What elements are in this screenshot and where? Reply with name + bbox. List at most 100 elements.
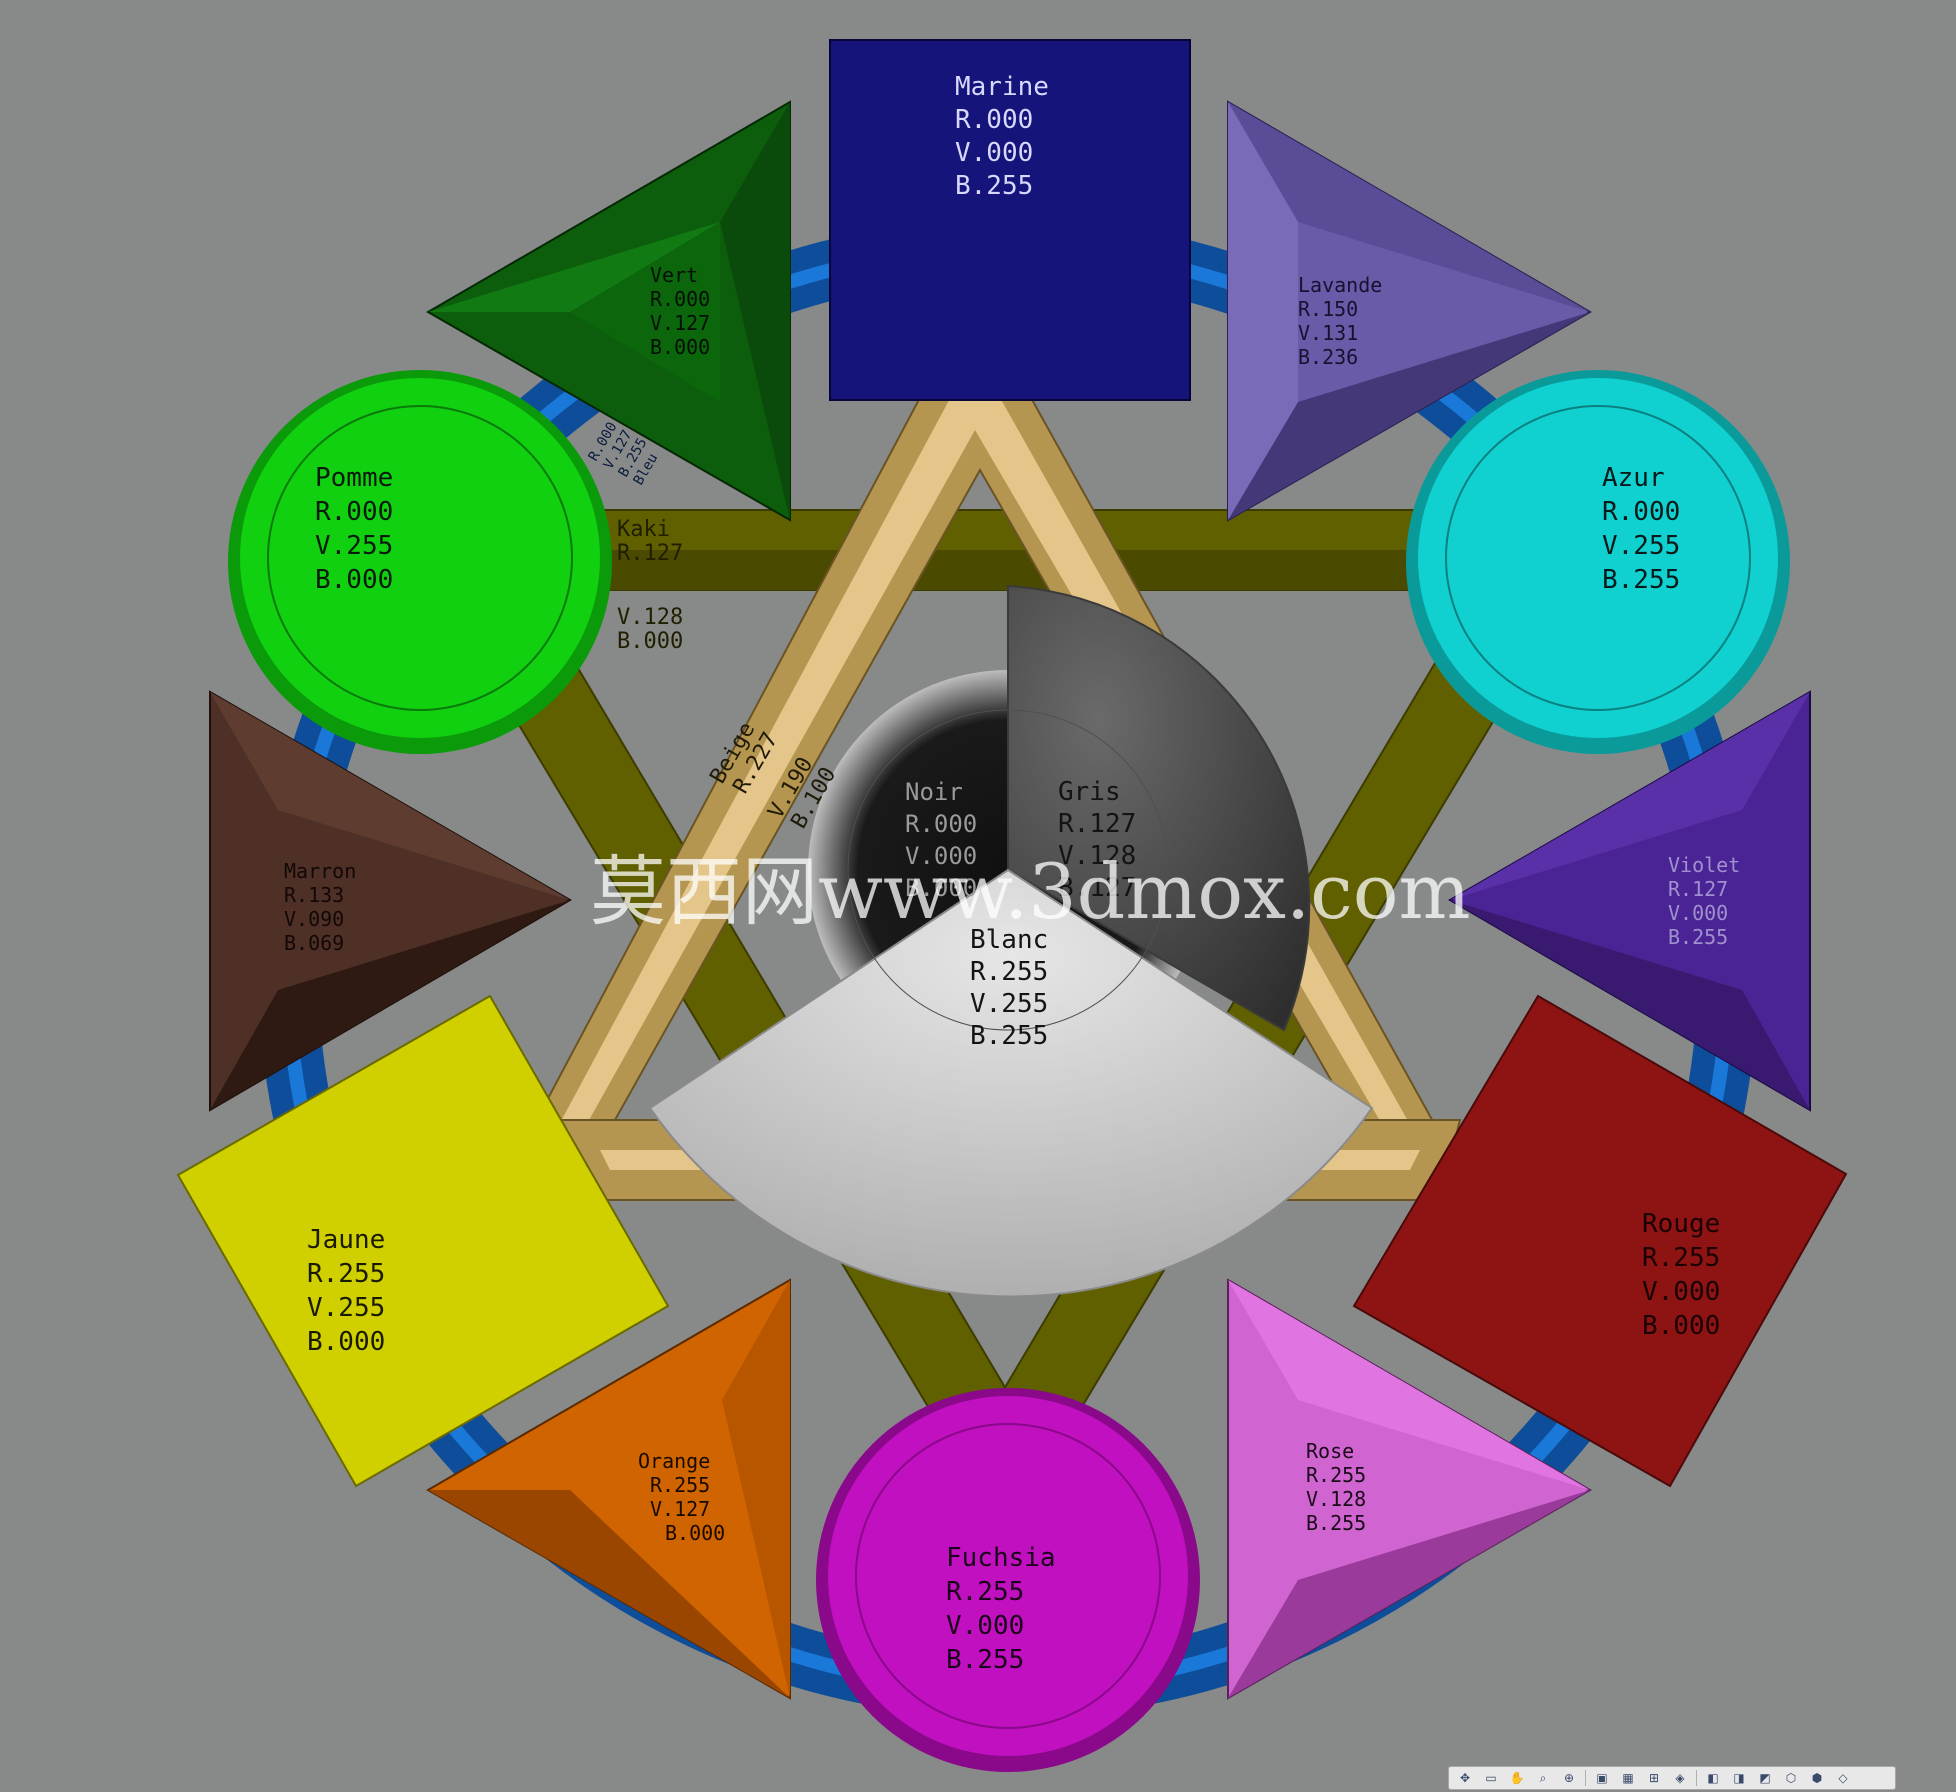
watermark: 莫西网www.3dmox.com (590, 847, 1471, 936)
svg-text:B.236: B.236 (1298, 345, 1358, 369)
svg-text:B.069: B.069 (284, 931, 344, 955)
fuchsia-swatch (816, 1388, 1200, 1772)
svg-text:R.255: R.255 (1306, 1463, 1366, 1487)
blanc-swatch (648, 868, 1374, 1298)
svg-text:B.000: B.000 (905, 874, 977, 902)
svg-text:R.000: R.000 (905, 810, 977, 838)
svg-text:V.000: V.000 (946, 1611, 1024, 1641)
azur-label: Azur R.000 V.255 B.255 (1602, 463, 1680, 595)
svg-text:V.128: V.128 (1058, 841, 1136, 871)
rouge-swatch (1352, 994, 1848, 1488)
svg-text:Lavande: Lavande (1298, 273, 1382, 297)
view-back-icon[interactable]: ⬢ (1811, 1771, 1823, 1785)
grid-icon[interactable]: ▦ (1622, 1771, 1634, 1785)
svg-text:B.000: B.000 (1642, 1311, 1720, 1341)
view-top-icon[interactable]: ◨ (1733, 1771, 1745, 1785)
svg-text:R.150: R.150 (1298, 297, 1358, 321)
svg-text:R.000: R.000 (1602, 497, 1680, 527)
svg-text:B.255: B.255 (946, 1645, 1024, 1675)
svg-text:R.133: R.133 (284, 883, 344, 907)
svg-text:V.000: V.000 (1668, 901, 1728, 925)
svg-text:V.255: V.255 (1602, 531, 1680, 561)
svg-text:V.000: V.000 (905, 842, 977, 870)
svg-text:V.000: V.000 (955, 138, 1033, 168)
svg-text:B.000: B.000 (315, 565, 393, 595)
svg-text:R.255: R.255 (1642, 1243, 1720, 1273)
svg-text:R.000: R.000 (315, 497, 393, 527)
display-style-icon[interactable]: ▣ (1596, 1771, 1608, 1785)
svg-text:B.255: B.255 (1306, 1511, 1366, 1535)
noir-label: Noir R.000 V.000 B.000 (905, 778, 977, 902)
svg-text:R.255: R.255 (307, 1259, 385, 1289)
svg-text:B.255: B.255 (1668, 925, 1728, 949)
svg-text:V.127: V.127 (650, 1497, 710, 1521)
svg-text:Rouge: Rouge (1642, 1209, 1720, 1239)
svg-text:R.000: R.000 (650, 287, 710, 311)
orbit-icon[interactable]: ✥ (1459, 1771, 1471, 1785)
svg-text:Azur: Azur (1602, 463, 1665, 493)
marron-swatch (209, 690, 572, 1112)
pan-window-icon[interactable]: ▭ (1485, 1771, 1497, 1785)
svg-text:Fuchsia: Fuchsia (946, 1543, 1056, 1573)
rose-swatch (1227, 1278, 1593, 1700)
svg-text:B.255: B.255 (955, 171, 1033, 201)
view-toolbar: ✥ ▭ ✋ ⌕ ⊕ ▣ ▦ ⊞ ◈ ◧ ◨ ◩ ⬡ ⬢ ◇ (1448, 1766, 1896, 1790)
svg-text:V.255: V.255 (970, 989, 1048, 1019)
pomme-swatch (228, 370, 612, 754)
zoom-icon[interactable]: ⌕ (1539, 1771, 1547, 1785)
svg-text:B.000: B.000 (665, 1521, 725, 1545)
view-iso-icon[interactable]: ◩ (1759, 1771, 1771, 1785)
svg-text:Vert: Vert (650, 263, 698, 287)
svg-text:R.000: R.000 (955, 105, 1033, 135)
svg-text:V.127: V.127 (650, 311, 710, 335)
svg-text:R.255: R.255 (946, 1577, 1024, 1607)
svg-text:B.255: B.255 (970, 1021, 1048, 1051)
svg-text:R.255: R.255 (650, 1473, 710, 1497)
svg-text:Rose: Rose (1306, 1439, 1354, 1463)
vert-swatch (425, 100, 791, 522)
view-grid-icon[interactable]: ⊞ (1648, 1771, 1660, 1785)
hand-icon[interactable]: ✋ (1509, 1771, 1525, 1785)
svg-text:B.255: B.255 (1602, 565, 1680, 595)
orange-swatch (425, 1278, 791, 1700)
svg-text:Violet: Violet (1668, 853, 1740, 877)
svg-text:B.000: B.000 (617, 629, 683, 654)
svg-text:Jaune: Jaune (307, 1225, 385, 1255)
svg-text:V.255: V.255 (315, 531, 393, 561)
marron-label: Marron R.133 V.090 B.069 (284, 859, 356, 955)
svg-text:R.255: R.255 (970, 957, 1048, 987)
svg-text:Orange: Orange (638, 1449, 710, 1473)
kaki-label: Kaki R.127 V.128 B.000 (617, 517, 683, 654)
svg-text:Marine: Marine (955, 72, 1049, 102)
svg-text:V.090: V.090 (284, 907, 344, 931)
svg-text:R.127: R.127 (1058, 809, 1136, 839)
blanc-label: Blanc R.255 V.255 B.255 (970, 925, 1048, 1051)
svg-text:B.000: B.000 (307, 1327, 385, 1357)
svg-text:R.127: R.127 (617, 541, 683, 566)
gris-swatch (1007, 584, 1311, 1032)
materials-icon[interactable]: ◈ (1675, 1771, 1685, 1785)
marine-label: Marine R.000 V.000 B.255 (955, 72, 1049, 201)
violet-swatch (1448, 690, 1811, 1112)
svg-text:Kaki: Kaki (617, 517, 670, 542)
svg-text:Marron: Marron (284, 859, 356, 883)
jaune-label: Jaune R.255 V.255 B.000 (307, 1225, 385, 1357)
view-bottom-icon[interactable]: ◇ (1838, 1771, 1848, 1785)
rose-label: Rose R.255 V.128 B.255 (1306, 1439, 1366, 1535)
svg-text:R.127: R.127 (1668, 877, 1728, 901)
fuchsia-label: Fuchsia R.255 V.000 B.255 (946, 1543, 1056, 1675)
gris-label: Gris R.127 V.128 B.127 (1058, 777, 1136, 903)
toolbar-separator (1696, 1770, 1697, 1786)
svg-text:V.128: V.128 (1306, 1487, 1366, 1511)
zoom-window-icon[interactable]: ⊕ (1563, 1771, 1575, 1785)
svg-text:B.000: B.000 (650, 335, 710, 359)
orange-label: Orange R.255 V.127 B.000 (638, 1449, 725, 1545)
svg-text:Blanc: Blanc (970, 925, 1048, 955)
jaune-swatch (176, 994, 670, 1488)
view-front-icon[interactable]: ◧ (1707, 1771, 1719, 1785)
pomme-label: Pomme R.000 V.255 B.000 (315, 463, 393, 595)
lavande-swatch (1227, 100, 1593, 522)
svg-text:Noir: Noir (905, 778, 963, 806)
view-right-icon[interactable]: ⬡ (1785, 1771, 1797, 1785)
svg-text:Pomme: Pomme (315, 463, 393, 493)
